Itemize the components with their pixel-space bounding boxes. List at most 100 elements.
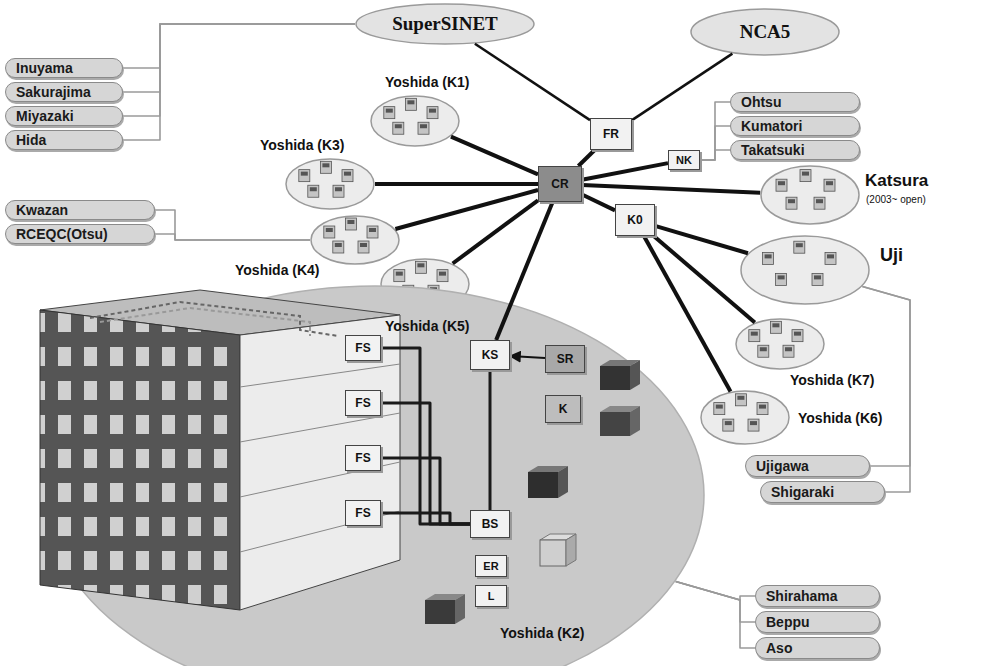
node-label: Shigaraki — [771, 484, 834, 500]
node-label: K0 — [627, 213, 642, 227]
node-label: BS — [482, 517, 499, 531]
host-icon — [814, 197, 825, 209]
host-icon — [783, 345, 794, 357]
host-icon — [757, 403, 768, 415]
site-pill: Kwazan — [5, 200, 155, 220]
host-icon — [415, 261, 426, 273]
node-label: L — [488, 590, 495, 602]
cloud-ellipse — [310, 215, 400, 265]
building-front — [40, 310, 240, 610]
node-label: Takatsuki — [741, 142, 805, 158]
switch-box: FS — [345, 390, 381, 416]
node-label: Katsura — [865, 171, 928, 191]
node-label: CR — [551, 177, 568, 191]
switch-box: K0 — [615, 204, 655, 236]
site-pill: Ujigawa — [745, 455, 870, 477]
ellipse-outline — [371, 96, 459, 146]
host-icon — [792, 330, 803, 342]
cloud-ellipse — [700, 390, 790, 445]
host-icon — [367, 226, 378, 238]
cable-tray — [90, 302, 338, 336]
network-link — [582, 195, 615, 211]
host-icon — [825, 252, 836, 264]
node-label: FS — [355, 506, 370, 520]
floor-line — [240, 364, 400, 552]
node-label: Ujigawa — [756, 458, 809, 474]
node-label: FS — [355, 396, 370, 410]
server-icon — [600, 360, 640, 390]
host-icon — [393, 122, 404, 134]
host-icon — [437, 270, 448, 282]
site-pill: Hida — [5, 130, 123, 150]
campus-cluster: Yoshida (K4) — [310, 215, 400, 265]
host-icon — [800, 170, 811, 182]
network-link — [475, 44, 590, 120]
network-cloud: SuperSINET — [355, 3, 535, 45]
ellipse-outline — [741, 236, 869, 304]
switch-box: FS — [345, 500, 381, 526]
host-icon — [794, 241, 805, 253]
host-icon — [770, 321, 781, 333]
host-icon — [758, 345, 769, 357]
campus-cluster: Yoshida (K3) — [285, 158, 375, 210]
network-link — [453, 200, 538, 263]
host-icon — [394, 270, 405, 282]
host-icon — [308, 185, 319, 197]
host-icon — [324, 226, 335, 238]
node-label: Uji — [880, 245, 903, 266]
node-label: KS — [482, 348, 499, 362]
host-icon — [418, 122, 429, 134]
network-cloud: NCA5 — [690, 8, 840, 56]
ellipse-outline — [701, 391, 789, 444]
network-link — [582, 163, 668, 180]
host-icon — [763, 252, 774, 264]
switch-box: FS — [345, 335, 381, 361]
ellipse-outline — [691, 9, 839, 55]
switch-box: KS — [470, 340, 510, 370]
server-icon — [425, 594, 465, 624]
network-link — [451, 137, 538, 175]
node-label: FR — [603, 127, 619, 141]
switch-box: FR — [590, 118, 632, 150]
host-icon — [723, 419, 734, 431]
network-link — [644, 236, 731, 391]
site-pill: Ohtsu — [730, 92, 860, 112]
cloud-ellipse — [370, 95, 460, 147]
campus-cluster: Uji — [740, 235, 870, 305]
node-label: Yoshida (K2) — [500, 625, 585, 641]
site-pill: Inuyama — [5, 58, 123, 78]
node-label: Yoshida (K6) — [798, 410, 883, 426]
host-icon — [333, 241, 344, 253]
ellipse-outline — [311, 216, 399, 264]
network-link — [700, 126, 730, 160]
host-icon — [384, 107, 395, 119]
network-link — [375, 182, 538, 186]
site-pill: RCEQC(Otsu) — [5, 224, 155, 244]
site-pill: Miyazaki — [5, 106, 123, 126]
node-label: Yoshida (K7) — [790, 372, 875, 388]
node-label: FS — [355, 341, 370, 355]
site-pill: Sakurajima — [5, 82, 123, 102]
host-icon — [333, 185, 344, 197]
ellipse-outline — [356, 4, 534, 44]
campus-cluster: Yoshida (K1) — [370, 95, 460, 147]
node-label: Kwazan — [16, 202, 68, 218]
ellipse-outline — [286, 159, 374, 209]
host-icon — [345, 218, 356, 230]
ellipse-outline — [736, 319, 824, 369]
node-label: SR — [557, 352, 574, 366]
node-label: Yoshida (K1) — [385, 74, 470, 90]
node-label: Beppu — [766, 614, 810, 630]
node-label: Inuyama — [16, 60, 73, 76]
switch-box: K — [545, 395, 581, 423]
switch-box: CR — [538, 166, 582, 202]
network-link — [395, 190, 538, 229]
network-link — [632, 54, 732, 120]
host-icon — [812, 273, 823, 285]
node-label: Aso — [766, 640, 792, 656]
server-icon — [528, 466, 568, 498]
network-link — [578, 150, 594, 166]
node-label: Yoshida (K5) — [385, 318, 470, 334]
switch-box: L — [475, 585, 507, 607]
network-link — [700, 150, 730, 160]
